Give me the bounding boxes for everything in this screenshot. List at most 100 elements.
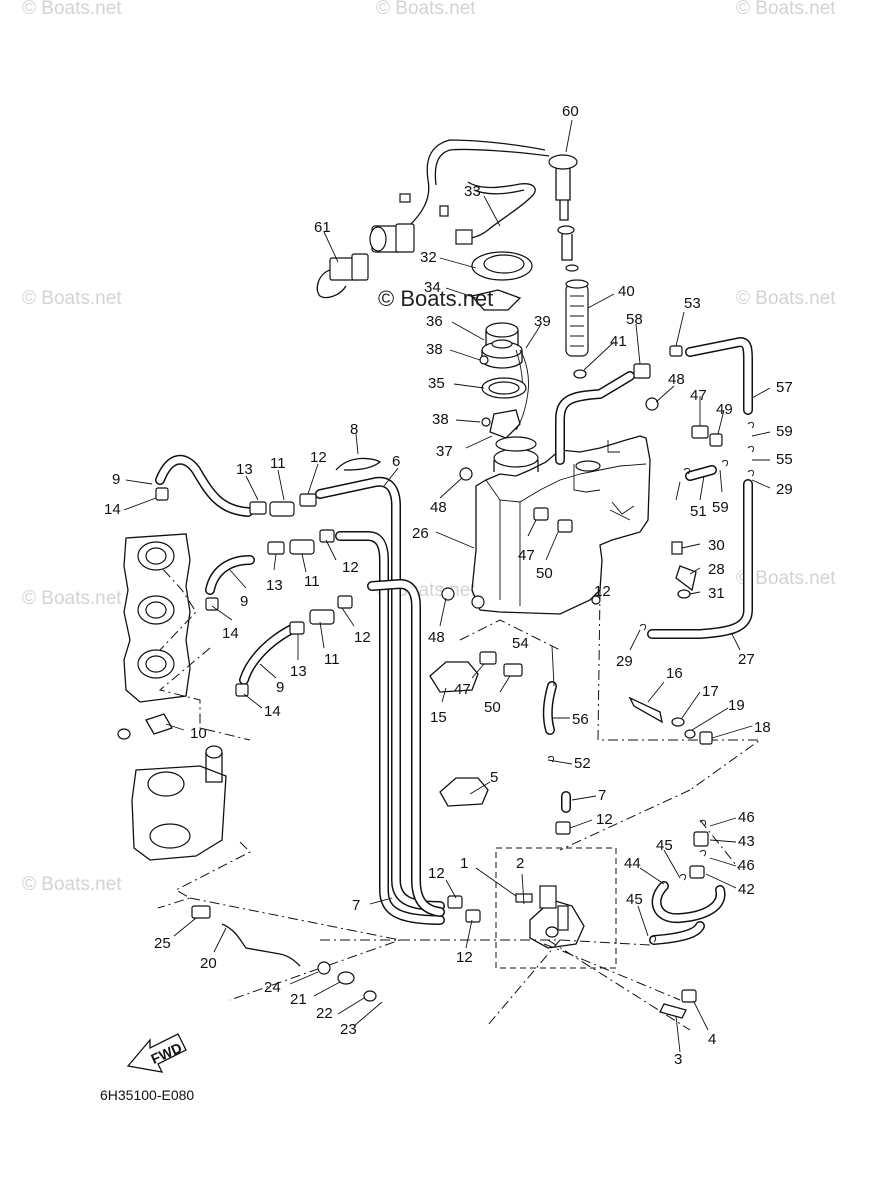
part-label: 36 [426, 313, 443, 330]
part-label: 12 [342, 559, 359, 576]
part-label: 24 [264, 979, 281, 996]
part-label: 14 [104, 501, 121, 518]
part-label: 25 [154, 935, 171, 952]
watermark: © Boats.net [736, 0, 836, 19]
oil-tank [471, 435, 651, 615]
part-label: 32 [420, 249, 437, 266]
part-label: 3 [674, 1051, 682, 1068]
part-label: 51 [690, 503, 707, 520]
part-label: 4 [708, 1031, 716, 1048]
carburetors [123, 533, 227, 861]
part-label: 47 [690, 387, 707, 404]
watermarks: © Boats.net © Boats.net © Boats.net © Bo… [22, 0, 836, 895]
part-label: 15 [430, 709, 447, 726]
part-label: 12 [310, 449, 327, 466]
part-label: 48 [428, 629, 445, 646]
part-label: 47 [518, 547, 535, 564]
part-label: 21 [290, 991, 307, 1008]
watermark: © Boats.net [376, 0, 476, 19]
watermark: © Boats.net [22, 288, 122, 309]
part-label: 56 [572, 711, 589, 728]
part-label: 14 [264, 703, 281, 720]
part-label: 6 [392, 453, 400, 470]
part-label: 19 [728, 697, 745, 714]
part-label: 16 [666, 665, 683, 682]
part-label: 33 [464, 183, 481, 200]
part-label: 28 [708, 561, 725, 578]
part-label: 1 [460, 855, 468, 872]
part-label: 27 [738, 651, 755, 668]
part-label: 29 [776, 481, 793, 498]
part-label: 17 [702, 683, 719, 700]
part-label: 7 [352, 897, 360, 914]
part-label: 39 [534, 313, 551, 330]
part-label: 22 [316, 1005, 333, 1022]
part-label: 40 [618, 283, 635, 300]
part-label: 37 [436, 443, 453, 460]
part-label: 60 [562, 103, 579, 120]
part-label: 47 [454, 681, 471, 698]
filler-assembly [316, 139, 589, 439]
part-label: 13 [236, 461, 253, 478]
part-label: 35 [428, 375, 445, 392]
part-label: 45 [626, 891, 643, 908]
part-label: 11 [270, 455, 286, 472]
part-label: 23 [340, 1021, 357, 1038]
part-label: 11 [324, 651, 340, 668]
part-label: 44 [624, 855, 641, 872]
part-label: 46 [738, 857, 755, 874]
fwd-label: FWD [149, 1039, 185, 1067]
part-label: 50 [484, 699, 501, 716]
diagram-code: 6H35100-E080 [100, 1087, 194, 1103]
part-label: 58 [626, 311, 643, 328]
part-label: 12 [596, 811, 613, 828]
part-label: 59 [712, 499, 729, 516]
part-label: 13 [266, 577, 283, 594]
part-label: 54 [512, 635, 529, 652]
part-label: 38 [432, 411, 449, 428]
part-label: 8 [350, 421, 358, 438]
part-label: 14 [222, 625, 239, 642]
part-label: 31 [708, 585, 725, 602]
part-labels: 60 33 61 32 34 40 36 39 38 53 58 41 35 4… [104, 103, 793, 1068]
part-label: 59 [776, 423, 793, 440]
part-label: 49 [716, 401, 733, 418]
part-label: 30 [708, 537, 725, 554]
watermark: © Boats.net [22, 874, 122, 895]
part-label: 12 [428, 865, 445, 882]
part-label: 9 [276, 679, 284, 696]
part-label: 7 [598, 787, 606, 804]
part-label: 5 [490, 769, 498, 786]
part-label: 52 [574, 755, 591, 772]
part-label: 57 [776, 379, 793, 396]
part-label: 9 [112, 471, 120, 488]
part-label: 50 [536, 565, 553, 582]
part-label: 2 [516, 855, 524, 872]
part-label: 41 [610, 333, 627, 350]
part-label: 13 [290, 663, 307, 680]
part-label: 18 [754, 719, 771, 736]
part-label: 9 [240, 593, 248, 610]
part-label: 53 [684, 295, 701, 312]
part-label: 29 [616, 653, 633, 670]
hoses [155, 337, 753, 945]
part-label: 48 [430, 499, 447, 516]
part-label: 20 [200, 955, 217, 972]
part-label: 34 [424, 279, 441, 296]
watermark: © Boats.net [736, 568, 836, 589]
fwd-arrow: FWD [126, 1033, 187, 1073]
part-label: 12 [594, 583, 611, 600]
part-label: 46 [738, 809, 755, 826]
part-label: 43 [738, 833, 755, 850]
part-label: 26 [412, 525, 429, 542]
part-label: 48 [668, 371, 685, 388]
watermark: © Boats.net [22, 0, 122, 19]
part-label: 61 [314, 219, 331, 236]
part-label: 11 [304, 573, 320, 590]
part-label: 10 [190, 725, 207, 742]
leader-lines [123, 119, 771, 1053]
small-parts [117, 345, 723, 1019]
part-label: 12 [456, 949, 473, 966]
part-label: 12 [354, 629, 371, 646]
assembly-lines [149, 554, 762, 1031]
